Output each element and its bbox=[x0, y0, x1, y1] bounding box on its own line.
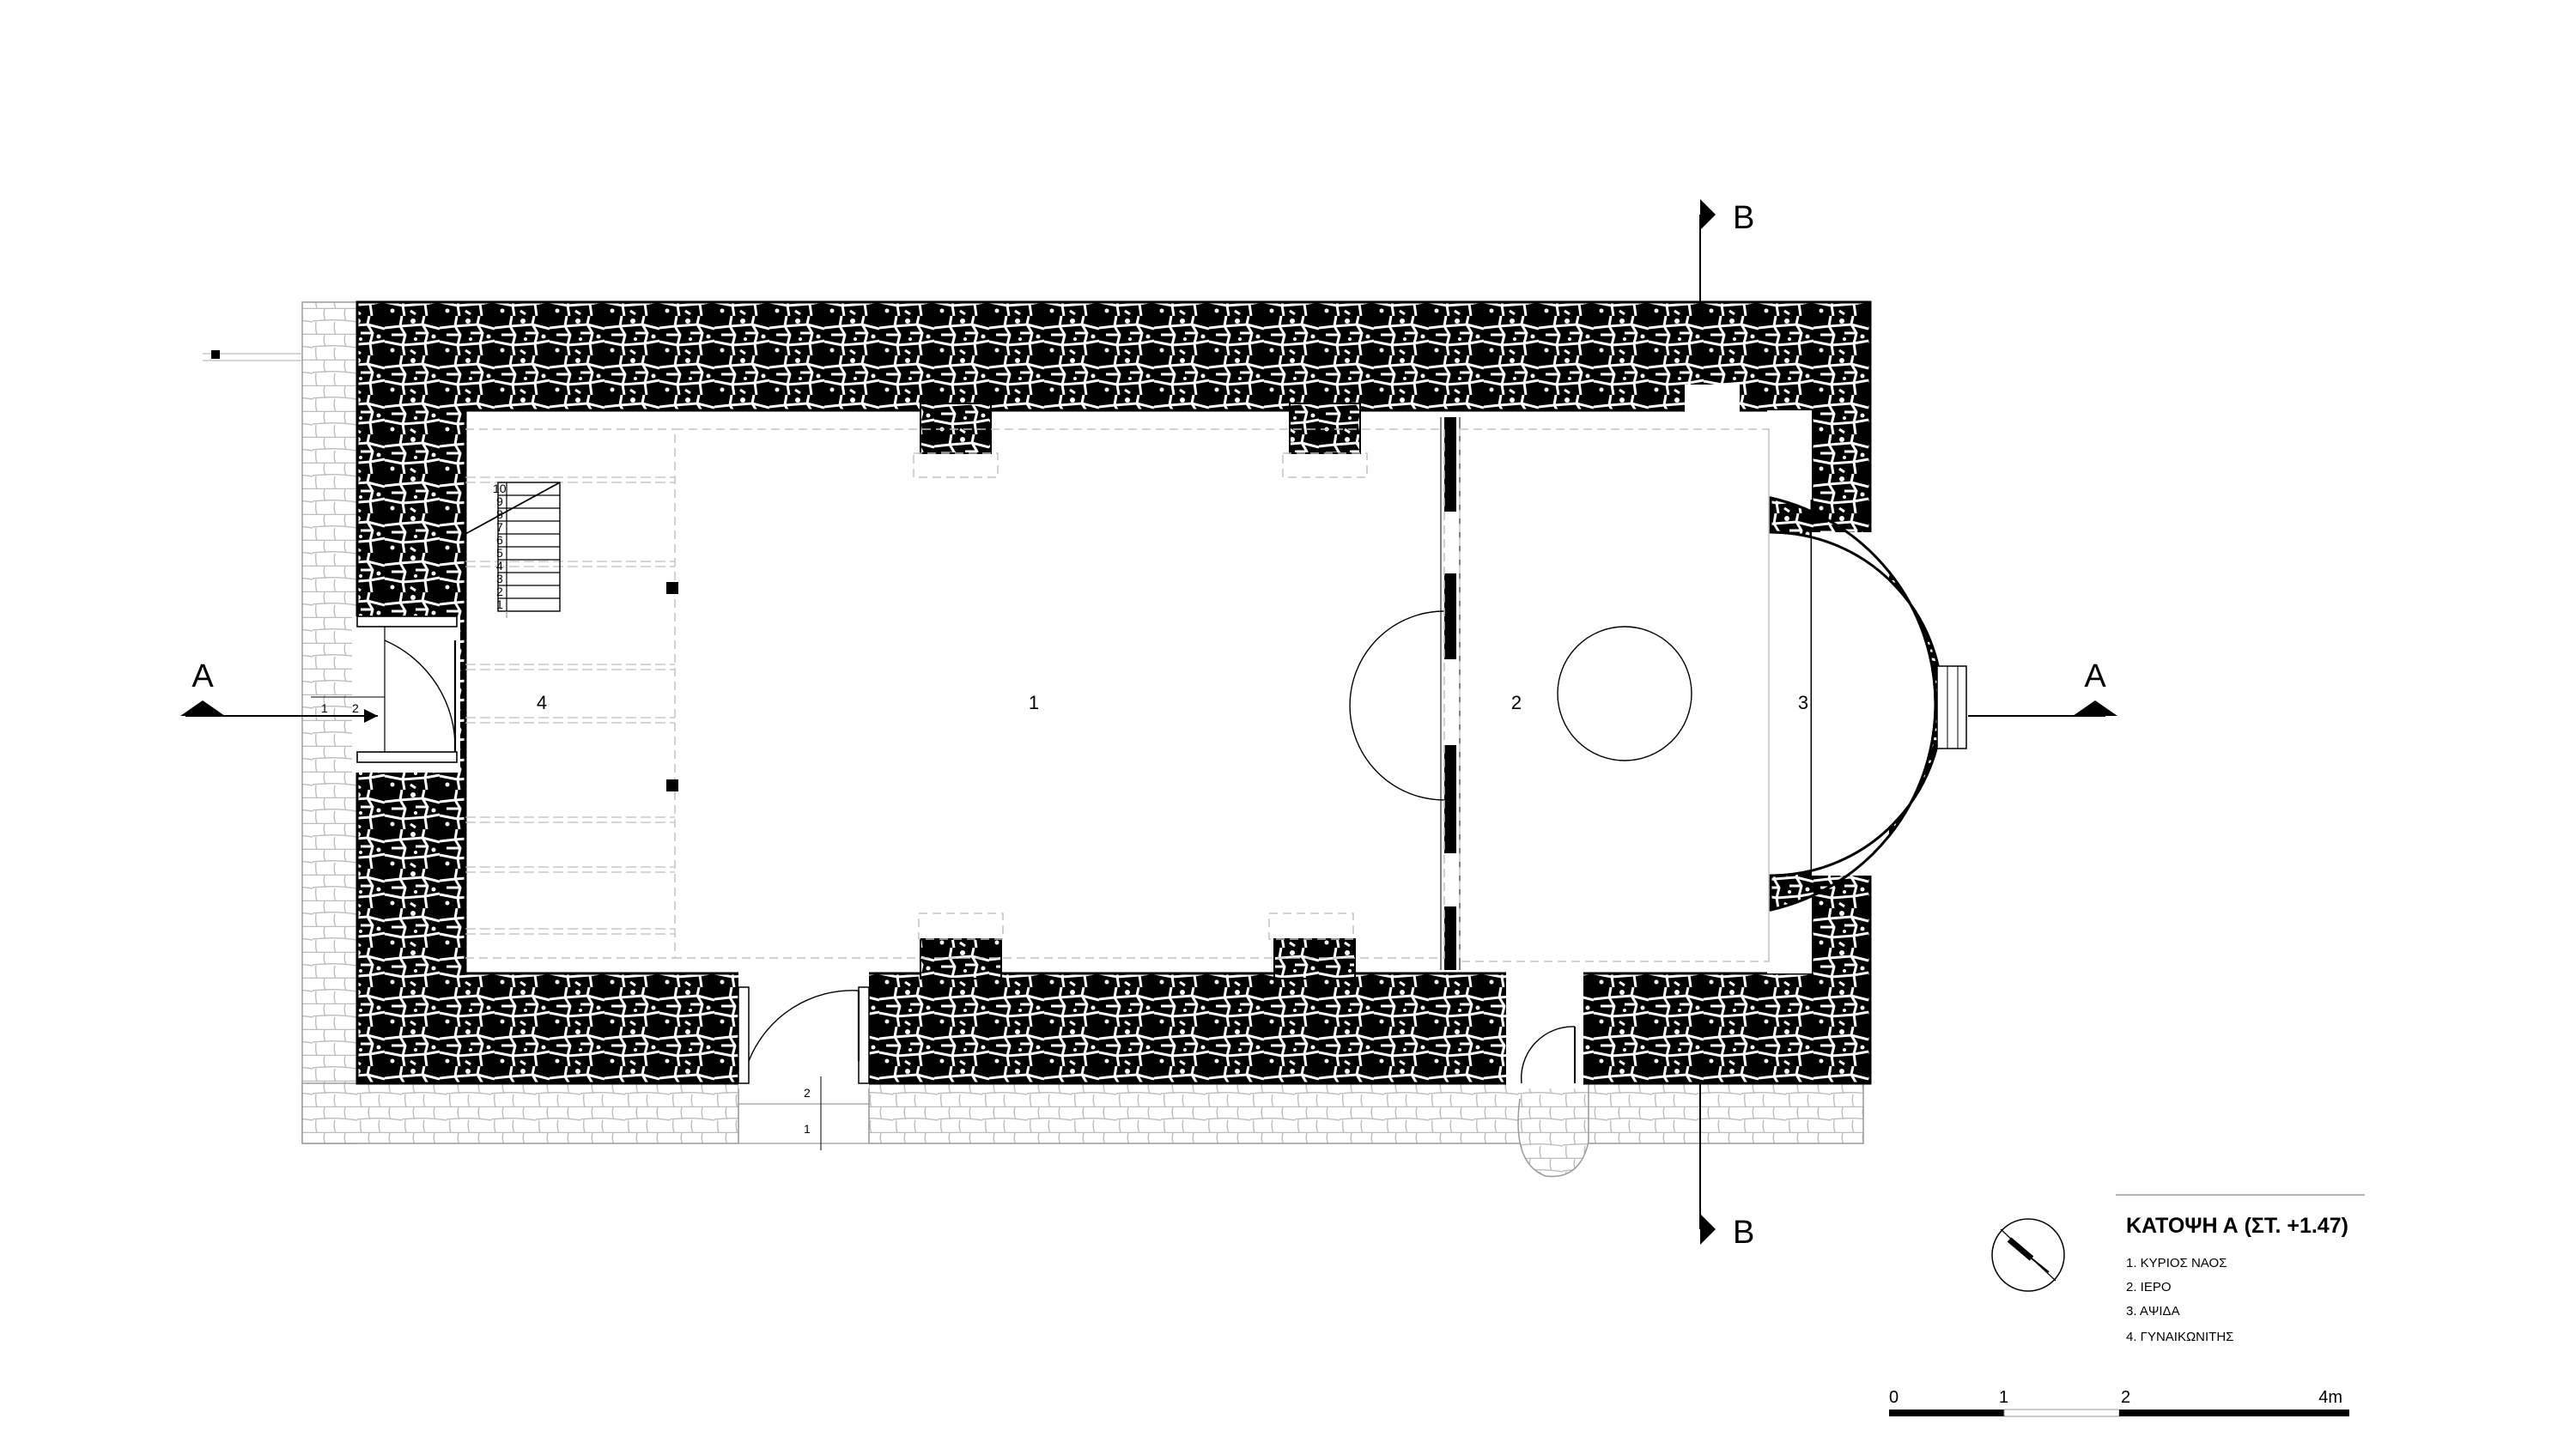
west-step-2: 2 bbox=[352, 701, 359, 715]
stair-step-8: 8 bbox=[496, 507, 503, 521]
stair-step-numbers: 10 9 8 7 6 5 4 3 2 1 bbox=[493, 482, 507, 611]
stair-step-9: 9 bbox=[496, 494, 503, 508]
section-a-east-arrow bbox=[2073, 700, 2117, 716]
stair-step-3: 3 bbox=[496, 572, 503, 585]
section-a-west-label: A bbox=[191, 658, 214, 694]
stair-step-6: 6 bbox=[496, 533, 503, 547]
stair-step-5: 5 bbox=[496, 546, 503, 560]
overhead-lines bbox=[465, 428, 1770, 962]
section-b-north-label: B bbox=[1733, 200, 1754, 236]
side-door bbox=[1520, 1026, 1576, 1084]
room-label-gynaikonitis: 4 bbox=[537, 692, 547, 713]
section-a-east-label: A bbox=[2084, 658, 2106, 694]
section-b-south-arrow bbox=[1700, 1214, 1716, 1245]
room-label-main-nave: 1 bbox=[1029, 692, 1039, 713]
legend-item-2: 2. ΙΕΡΟ bbox=[2126, 1280, 2172, 1294]
stair-step-4: 4 bbox=[496, 559, 503, 573]
stair-step-7: 7 bbox=[496, 520, 503, 534]
legend-title: ΚΑΤΟΨΗ Α (ΣΤ. +1.47) bbox=[2126, 1214, 2348, 1238]
north-arrow bbox=[1991, 1218, 2065, 1292]
south-step-2: 2 bbox=[804, 1086, 811, 1100]
scale-label-1: 1 bbox=[1999, 1388, 2008, 1407]
legend-item-1: 1. ΚΥΡΙΟΣ ΝΑΟΣ bbox=[2126, 1256, 2227, 1270]
section-a-west-arrowhead bbox=[364, 709, 378, 723]
west-step-1: 1 bbox=[321, 701, 328, 715]
scale-label-4m: 4m bbox=[2318, 1388, 2342, 1407]
west-door bbox=[311, 615, 458, 763]
gallery-column bbox=[666, 582, 678, 594]
scale-bar: 0 1 2 4m bbox=[1889, 1388, 2349, 1417]
altar-circle bbox=[1557, 626, 1692, 761]
stair-step-2: 2 bbox=[496, 585, 503, 598]
south-door bbox=[738, 986, 870, 1150]
south-step-1: 1 bbox=[804, 1122, 811, 1136]
section-b-south-label: B bbox=[1733, 1215, 1754, 1251]
stair-step-10: 10 bbox=[493, 482, 507, 495]
stair-step-1: 1 bbox=[496, 597, 503, 611]
gallery-column bbox=[666, 779, 678, 791]
legend-item-4: 4. ΓΥΝΑΙΚΩΝΙΤΗΣ bbox=[2126, 1330, 2233, 1344]
room-label-apse: 3 bbox=[1798, 692, 1808, 713]
iconostasis bbox=[1349, 417, 1461, 970]
legend: ΚΑΤΟΨΗ Α (ΣΤ. +1.47) 1. ΚΥΡΙΟΣ ΝΑΟΣ 2. Ι… bbox=[2116, 1194, 2365, 1344]
section-b-north-arrow bbox=[1700, 199, 1716, 230]
scale-label-0: 0 bbox=[1889, 1388, 1899, 1407]
church-walls bbox=[352, 300, 1967, 1088]
legend-item-3: 3. ΑΨΙΔΑ bbox=[2126, 1304, 2180, 1319]
room-label-sanctuary: 2 bbox=[1511, 692, 1522, 713]
scale-label-2: 2 bbox=[2121, 1388, 2130, 1407]
section-a-west-arrow bbox=[180, 700, 225, 716]
staircase bbox=[465, 482, 561, 618]
